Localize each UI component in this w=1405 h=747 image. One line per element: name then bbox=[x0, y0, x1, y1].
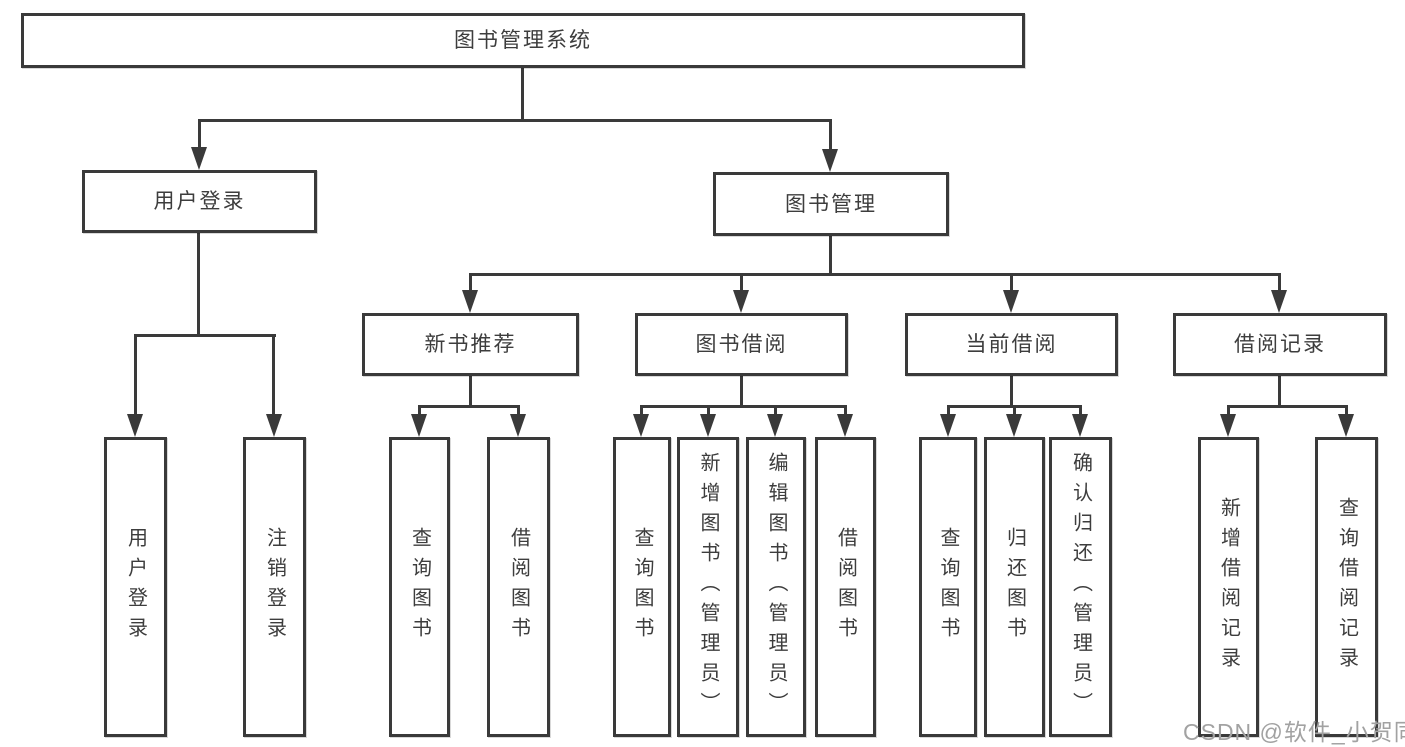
connector-user-login-stub bbox=[197, 233, 200, 336]
node-confirm-return-admin-leaf: 确认归还（管理员） bbox=[1049, 437, 1112, 737]
arrow-down-icon bbox=[1003, 290, 1019, 313]
node-query-books-leaf: 查询图书 bbox=[389, 437, 450, 737]
arrow-down-icon bbox=[940, 414, 956, 437]
node-query-books-leaf: 查询图书 bbox=[919, 437, 977, 737]
connector-stub bbox=[1010, 376, 1013, 407]
arrow-down-icon bbox=[127, 414, 143, 437]
connector-hline bbox=[1227, 405, 1347, 408]
connector-stem bbox=[844, 405, 847, 416]
connector-level2-hline bbox=[198, 119, 831, 122]
connector-user-login-stem bbox=[198, 119, 201, 149]
connector-hline bbox=[419, 405, 520, 408]
connector-stub bbox=[740, 376, 743, 407]
connector-level3-hline bbox=[470, 273, 1281, 276]
arrow-down-icon bbox=[837, 414, 853, 437]
connector-stem bbox=[774, 405, 777, 416]
connector-stem bbox=[272, 334, 275, 415]
arrow-down-icon bbox=[191, 147, 207, 170]
arrow-down-icon bbox=[462, 290, 478, 313]
arrow-down-icon bbox=[733, 290, 749, 313]
connector-stem bbox=[1010, 273, 1013, 291]
node-return-books-leaf: 归还图书 bbox=[984, 437, 1045, 737]
connector-user-login-hline bbox=[134, 334, 276, 337]
csdn-watermark: CSDN @软件_小贺同学 bbox=[1183, 719, 1405, 745]
node-book-management: 图书管理 bbox=[713, 172, 949, 236]
connector-stem bbox=[469, 273, 472, 291]
node-new-book-recommendation: 新书推荐 bbox=[362, 313, 579, 376]
node-edit-books-admin-leaf: 编辑图书（管理员） bbox=[746, 437, 806, 737]
connector-stub bbox=[469, 376, 472, 407]
connector-hline bbox=[641, 405, 846, 408]
arrow-down-icon bbox=[767, 414, 783, 437]
node-library-management-system: 图书管理系统 bbox=[21, 13, 1025, 68]
connector-stem bbox=[947, 405, 950, 416]
connector-book-mgmt-stem bbox=[829, 119, 832, 150]
arrow-down-icon bbox=[411, 414, 427, 437]
node-borrowing-records: 借阅记录 bbox=[1173, 313, 1387, 376]
connector-stem bbox=[640, 405, 643, 416]
node-borrow-books-leaf: 借阅图书 bbox=[487, 437, 550, 737]
connector-stem bbox=[1013, 405, 1016, 416]
connector-stem bbox=[134, 334, 137, 415]
node-query-books-leaf: 查询图书 bbox=[613, 437, 671, 737]
node-user-login-leaf: 用户登录 bbox=[104, 437, 167, 737]
connector-stem bbox=[740, 273, 743, 291]
connector-stem bbox=[1227, 405, 1230, 416]
node-user-login: 用户登录 bbox=[82, 170, 317, 233]
arrow-down-icon bbox=[700, 414, 716, 437]
connector-stem bbox=[707, 405, 710, 416]
arrow-down-icon bbox=[633, 414, 649, 437]
arrow-down-icon bbox=[1338, 414, 1354, 437]
node-query-borrow-record-leaf: 查询借阅记录 bbox=[1315, 437, 1378, 737]
arrow-down-icon bbox=[1220, 414, 1236, 437]
arrow-down-icon bbox=[822, 149, 838, 172]
arrow-down-icon bbox=[266, 414, 282, 437]
node-logout-leaf: 注销登录 bbox=[243, 437, 306, 737]
connector-stem bbox=[1345, 405, 1348, 416]
connector-stem bbox=[517, 405, 520, 416]
connector-stem bbox=[1278, 273, 1281, 291]
node-add-borrow-record-leaf: 新增借阅记录 bbox=[1198, 437, 1259, 737]
arrow-down-icon bbox=[1271, 290, 1287, 313]
node-current-borrowing: 当前借阅 bbox=[905, 313, 1118, 376]
node-borrow-books-leaf: 借阅图书 bbox=[815, 437, 876, 737]
node-add-books-admin-leaf: 新增图书（管理员） bbox=[677, 437, 739, 737]
node-book-borrowing: 图书借阅 bbox=[635, 313, 848, 376]
connector-stem bbox=[418, 405, 421, 416]
arrow-down-icon bbox=[1006, 414, 1022, 437]
connector-stub bbox=[1278, 376, 1281, 407]
connector-stem bbox=[1079, 405, 1082, 416]
arrow-down-icon bbox=[1072, 414, 1088, 437]
arrow-down-icon bbox=[510, 414, 526, 437]
connector-root-stub bbox=[521, 68, 524, 122]
connector-book-mgmt-stub bbox=[829, 236, 832, 275]
